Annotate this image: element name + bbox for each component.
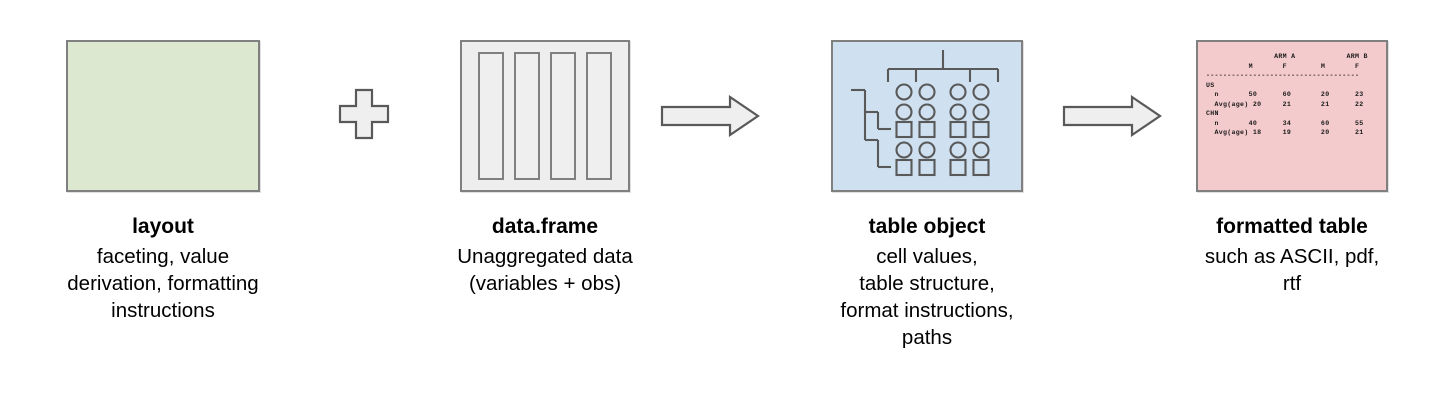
caption-dataframe-title: data.frame (491, 215, 599, 238)
right-arrow-icon (660, 94, 760, 142)
table-object-structure-graphic (851, 50, 1000, 177)
caption-table-object-title: table object (868, 215, 986, 238)
dataframe-box (460, 40, 630, 192)
caption-formatted-table-description: such as ASCII, pdf,rtf (1204, 245, 1380, 295)
dataframe-column-strip (478, 52, 504, 180)
right-arrow-icon (1062, 94, 1162, 142)
layout-box (66, 40, 260, 192)
caption-formatted-table-title: formatted table (1216, 215, 1368, 238)
dataframe-column-strip (550, 52, 576, 180)
caption-table-object: table object cell values,table structure… (795, 212, 1059, 351)
caption-layout-title: layout (132, 215, 194, 238)
ascii-table-preview: ARM A ARM B M F M F --------------------… (1206, 53, 1368, 136)
table-object-box (831, 40, 1023, 192)
dataframe-column-strip (586, 52, 612, 180)
caption-formatted-table: formatted table such as ASCII, pdf,rtf (1155, 212, 1429, 297)
caption-dataframe: data.frame Unaggregated data(variables +… (398, 212, 692, 297)
plus-icon (338, 88, 390, 140)
dataframe-column-strip (514, 52, 540, 180)
caption-table-object-description: cell values,table structure,format instr… (840, 245, 1014, 349)
formatted-table-box: ARM A ARM B M F M F --------------------… (1196, 40, 1388, 192)
caption-dataframe-description: Unaggregated data(variables + obs) (457, 245, 633, 295)
